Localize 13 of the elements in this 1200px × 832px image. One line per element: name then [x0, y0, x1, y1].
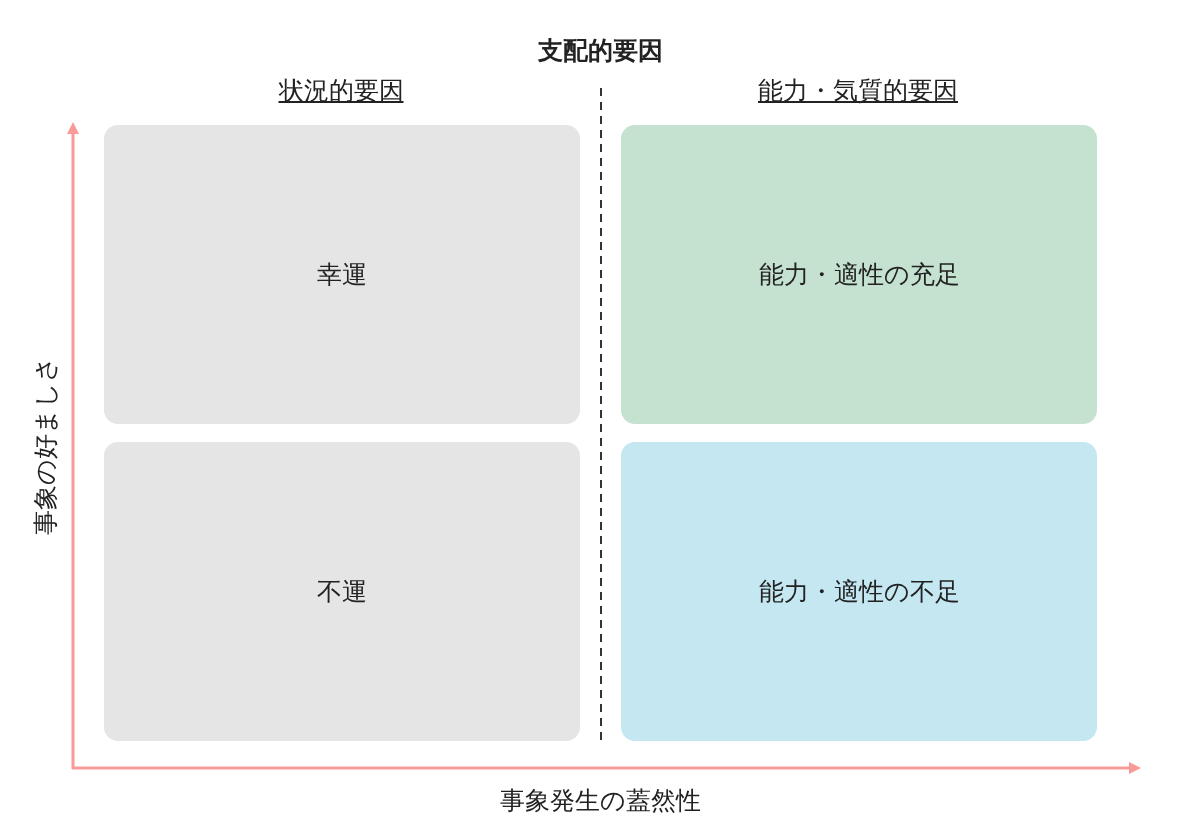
quadrant-label: 能力・適性の不足 [758, 576, 960, 608]
quadrant-box [104, 125, 580, 424]
quadrant-box [104, 442, 580, 741]
column-heading: 能力・気質的要因 [758, 75, 958, 107]
quadrant-box [621, 442, 1097, 741]
axis-label: 事象の好ましさ [29, 355, 61, 535]
axis-label: 事象発生の蓋然性 [499, 785, 701, 817]
quadrant-box [621, 125, 1097, 424]
quadrant-label: 不運 [317, 576, 367, 608]
quadrant-label: 幸運 [317, 259, 367, 291]
quadrant-label: 能力・適性の充足 [758, 259, 960, 291]
column-heading: 状況的要因 [278, 75, 404, 107]
diagram-title: 支配的要因 [537, 35, 663, 67]
